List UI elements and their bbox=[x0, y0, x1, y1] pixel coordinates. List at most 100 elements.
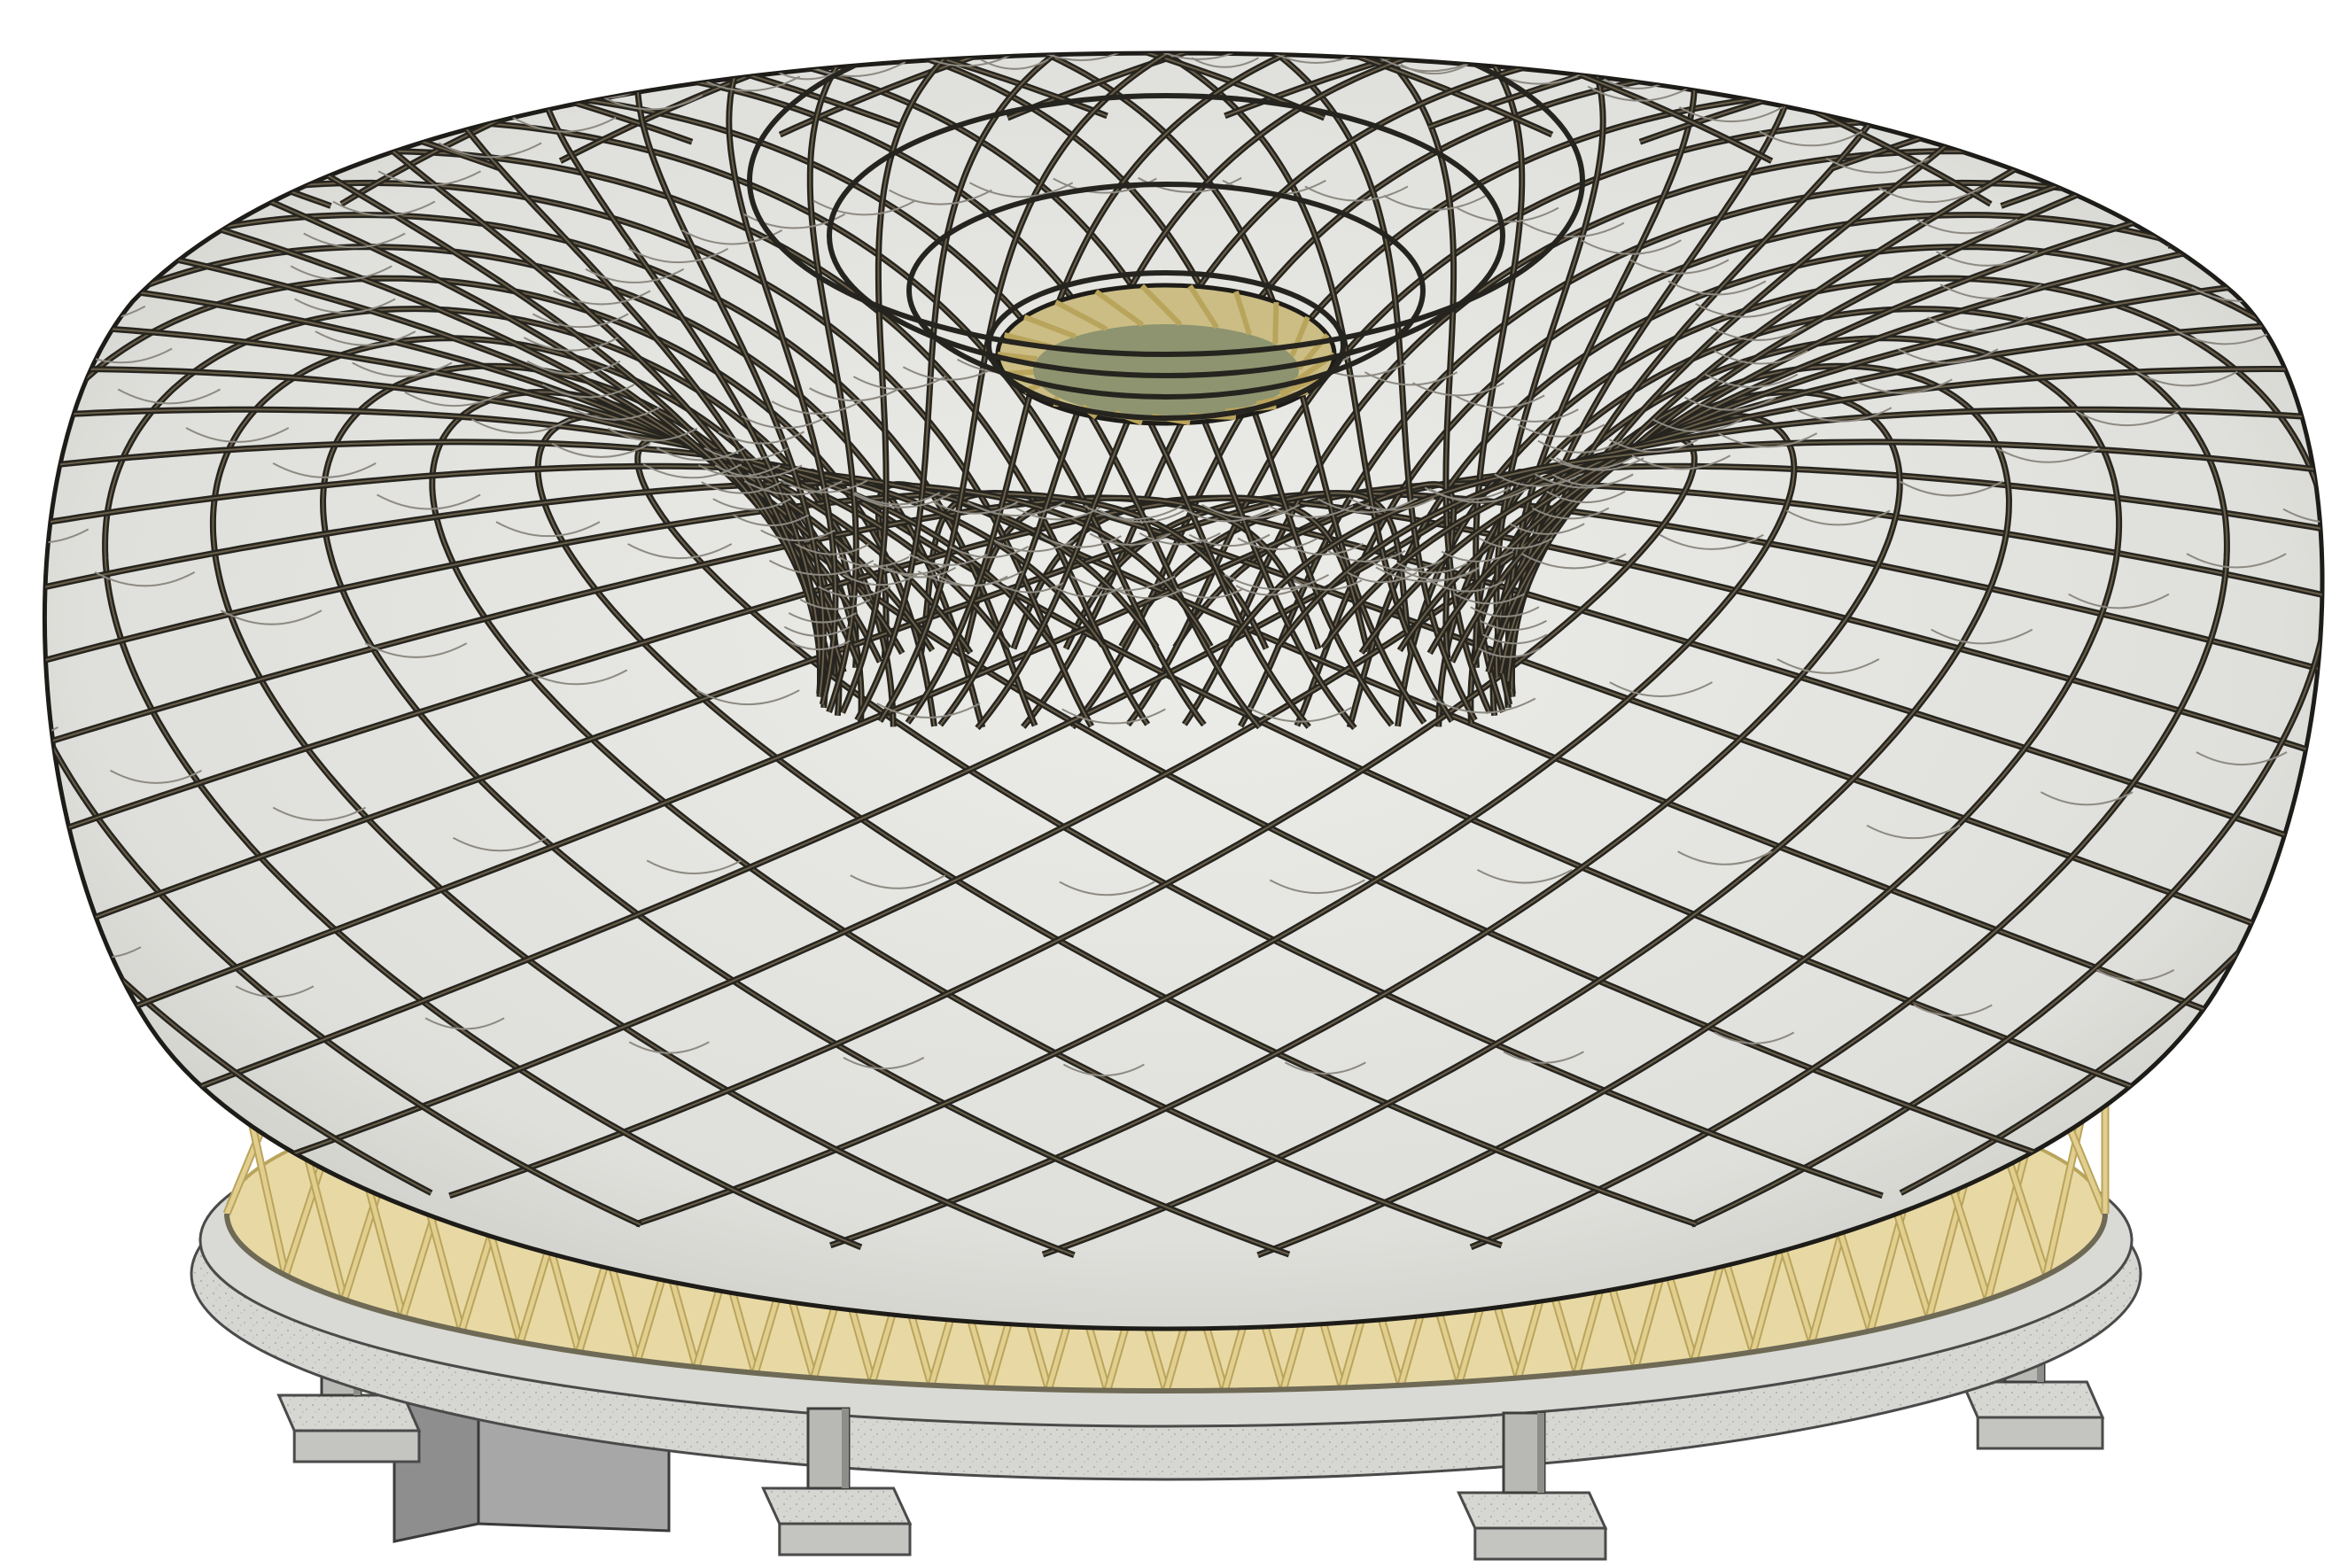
roof-panel-edge bbox=[1432, 697, 1536, 714]
roof-panel-edge bbox=[1509, 523, 1585, 535]
roof-panel-edge bbox=[850, 874, 946, 889]
roof-panel-edge bbox=[315, 330, 416, 346]
roof-panel-edge bbox=[307, 58, 394, 72]
roof-panel-edge bbox=[2281, 212, 2323, 224]
roof-panel-edge bbox=[1293, 579, 1363, 591]
roof-panel-edge bbox=[781, 479, 868, 493]
roof-panel-edge bbox=[1522, 221, 1625, 238]
roof-rib-ccw-highlight bbox=[1437, 307, 2228, 1248]
pier-column-shade bbox=[1537, 1413, 1544, 1493]
roof-panel-edge bbox=[1070, 575, 1176, 592]
roof-panel-edge bbox=[1549, 456, 1633, 470]
roof-panel-edge bbox=[424, 1017, 505, 1030]
roof-panel-edge bbox=[44, 528, 89, 544]
roof-panel-edge bbox=[771, 400, 862, 415]
roof-panel-edge bbox=[1188, 533, 1271, 547]
roof-panel-edge bbox=[110, 769, 202, 784]
roof-panel-edge bbox=[796, 543, 869, 555]
roof-panel-edge bbox=[786, 640, 851, 650]
roof-panel-edge bbox=[760, 529, 836, 542]
roof-panel-edge bbox=[452, 836, 548, 852]
roof-panel-edge bbox=[818, 586, 891, 598]
roof-panel-edge bbox=[1915, 218, 2018, 235]
roof-rib-ccw-highlight bbox=[727, 53, 1553, 705]
roof-panel-edge bbox=[2075, 410, 2179, 427]
roof-panel-edge bbox=[1996, 446, 2101, 463]
roof-panel-edge bbox=[1489, 408, 1579, 423]
roof-panel-edge bbox=[980, 58, 1049, 70]
roof-panel-edge bbox=[938, 575, 1008, 587]
roof-panel-edge bbox=[1714, 19, 1799, 30]
roof-panel-edge bbox=[741, 415, 829, 430]
roof-panel-edge bbox=[94, 571, 196, 587]
roof-panel-edge bbox=[571, 16, 670, 29]
roof-panel-edge bbox=[783, 625, 851, 637]
roof-rib-ccw-highlight bbox=[44, 483, 1455, 1064]
roof-panel-edge bbox=[1609, 439, 1698, 453]
roof-panel-edge bbox=[1100, 509, 1185, 524]
roof-panel-edge bbox=[628, 6, 713, 18]
roof-panel-edge bbox=[532, 313, 629, 329]
roof-panel-edge bbox=[444, 53, 544, 55]
roof-panel-edge bbox=[1535, 473, 1634, 489]
roof-panel-edge bbox=[1089, 532, 1171, 546]
roof-rib-cw-highlight bbox=[104, 307, 895, 1248]
roof-panel-edge bbox=[95, 178, 196, 194]
roof-panel-edge bbox=[656, 446, 745, 462]
roof-panel-edge bbox=[1517, 423, 1605, 438]
roof-panel-edge bbox=[1478, 648, 1541, 658]
roof-panel-edge bbox=[598, 94, 703, 111]
roof-panel-edge bbox=[1581, 239, 1682, 255]
roof-panel-edge bbox=[1454, 394, 1545, 409]
oculus-strut bbox=[1272, 301, 1279, 345]
roof-panel-edge bbox=[51, 134, 141, 148]
roof-panel-edge bbox=[642, 463, 742, 479]
roof-panel-edge bbox=[1480, 619, 1547, 631]
oculus-strut bbox=[997, 352, 1038, 362]
roof-panel-edge bbox=[1304, 185, 1409, 202]
roof-panel-edge bbox=[2196, 751, 2288, 765]
roof-panel-edge bbox=[788, 612, 857, 624]
roof-panel-edge bbox=[1652, 418, 1743, 433]
roof-panel-edge bbox=[1977, 131, 2048, 144]
roof-panel-edge bbox=[1629, 259, 1730, 275]
roof-rib-ccw-highlight bbox=[44, 408, 1056, 648]
roof-panel-edge bbox=[1326, 549, 1406, 563]
roof-panel-edge bbox=[551, 442, 651, 458]
roof-panel-edge bbox=[1735, 29, 1833, 43]
roof-panel-edge bbox=[209, 146, 281, 159]
roof-panel-edge bbox=[701, 481, 781, 494]
roof-panel-edge bbox=[718, 431, 805, 445]
roof-panel-edge bbox=[1872, 53, 1960, 58]
roof-panel-edge bbox=[852, 376, 946, 391]
roof-panel-edge bbox=[1115, 588, 1184, 600]
roof-panel-edge bbox=[607, 427, 698, 442]
roof-panel-edge bbox=[932, 501, 1019, 515]
oculus-strut bbox=[1023, 314, 1077, 339]
roof-panel-edge bbox=[1785, 509, 1891, 526]
roof-panel-edge bbox=[1040, 535, 1122, 548]
roof-panel-edge bbox=[1931, 628, 2033, 645]
roof-panel-edge bbox=[2187, 244, 2289, 260]
roof-panel-edge bbox=[2068, 593, 2170, 609]
roof-panel-edge bbox=[909, 554, 988, 566]
roof-panel-edge bbox=[1927, 316, 2029, 332]
roof-panel-edge bbox=[1269, 879, 1365, 895]
roof-panel-edge bbox=[1453, 593, 1526, 605]
roof-rib-ccw-highlight bbox=[44, 368, 1010, 649]
oculus-ring-rib bbox=[827, 93, 1505, 378]
roof-rib-cw-highlight bbox=[1322, 368, 2323, 649]
roof-rib-ccw-highlight bbox=[841, 53, 1992, 713]
roof-panel-edge bbox=[1284, 1061, 1366, 1075]
oculus-strut bbox=[1187, 284, 1219, 330]
roof-panel-edge bbox=[902, 366, 997, 381]
roof-panel-edge bbox=[1317, 498, 1417, 514]
roof-panel-edge bbox=[995, 582, 1064, 594]
roof-panel-edge bbox=[1494, 473, 1582, 487]
roof-panel-edge bbox=[290, 265, 393, 282]
roof-panel-edge bbox=[712, 498, 791, 511]
roof-panel-edge bbox=[1283, 542, 1364, 555]
roof-panel-edge bbox=[56, 220, 158, 236]
roof-panel-edge bbox=[1062, 1063, 1145, 1077]
roof-panel-edge bbox=[1053, 586, 1123, 598]
